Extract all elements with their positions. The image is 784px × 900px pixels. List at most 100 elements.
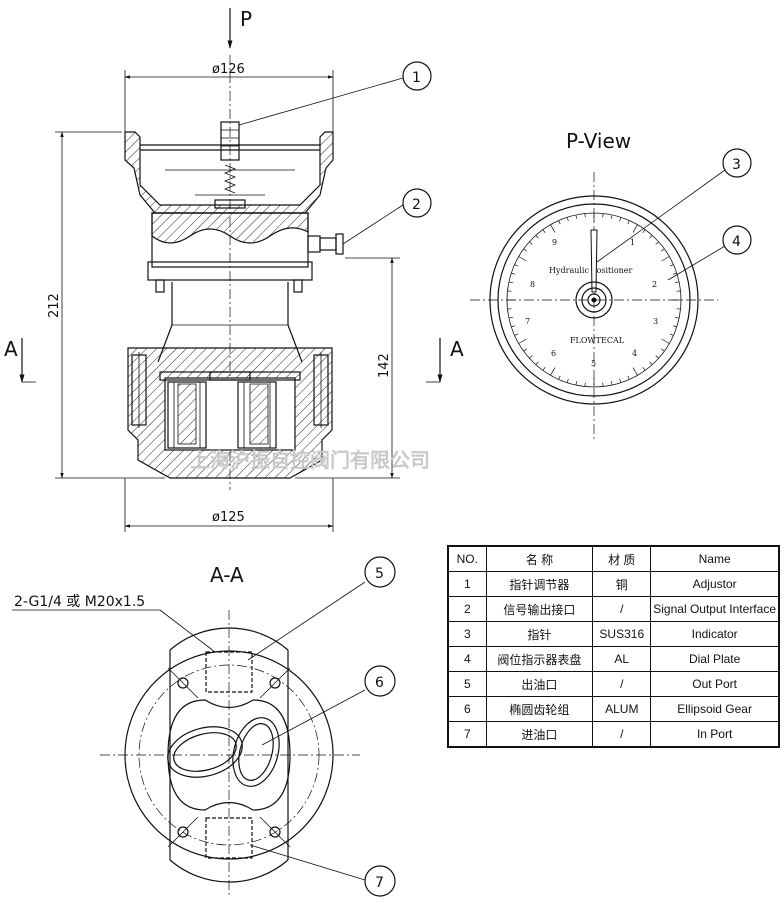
dial-tick xyxy=(511,272,516,275)
adjustor xyxy=(220,121,240,161)
dial-tick xyxy=(535,235,539,239)
aa-outer-flange xyxy=(124,650,334,860)
indicator-needle xyxy=(590,229,598,293)
svg-text:1: 1 xyxy=(630,238,635,247)
height-total-dim: 212 xyxy=(47,293,62,318)
dial-tick xyxy=(655,241,659,245)
dial-tick xyxy=(558,220,561,225)
dial-tick xyxy=(672,325,677,328)
dial-tick xyxy=(514,333,519,336)
pview-title: P-View xyxy=(566,129,631,153)
dial-tick xyxy=(508,281,513,284)
bottom-diameter-dim: ø125 xyxy=(212,510,245,525)
port-note: 2-G1/4 或 M20x1.5 xyxy=(14,594,145,610)
dial-tick xyxy=(566,217,569,222)
callout-4: 4 xyxy=(732,234,741,250)
ellipsoid-gear-left xyxy=(167,726,243,778)
dial-tick xyxy=(514,264,519,267)
dial-tick xyxy=(627,220,630,225)
dial-tick xyxy=(649,235,653,239)
callout-5: 5 xyxy=(375,566,384,582)
dial-tick xyxy=(660,348,665,352)
dial-tick xyxy=(655,355,659,359)
dial-tick xyxy=(523,248,528,252)
callout-1: 1 xyxy=(412,70,421,86)
dial-tick xyxy=(642,229,646,234)
dial-tick xyxy=(660,248,665,252)
aa-bolt-holes xyxy=(167,667,291,848)
dial-tick xyxy=(575,214,578,219)
dial-tick xyxy=(642,366,646,371)
height-lower-dim: 142 xyxy=(377,353,392,378)
dial-brand-line: Hydraulic Positioner xyxy=(549,266,633,275)
upper-body xyxy=(151,212,309,244)
dial-tick xyxy=(632,367,638,376)
dial-tick xyxy=(661,256,670,262)
front-section-view: P ø126 xyxy=(4,7,464,532)
in-port xyxy=(205,817,253,859)
dial-tick xyxy=(675,316,680,319)
dial-tick xyxy=(550,224,556,233)
callout-2: 2 xyxy=(412,197,421,213)
dial-tick xyxy=(523,348,528,352)
top-diameter-dim: ø126 xyxy=(212,62,245,77)
svg-text:5: 5 xyxy=(591,359,596,368)
dial-tick xyxy=(627,375,630,380)
dial-tick xyxy=(529,355,533,359)
p-view: P-View Hydraulic Positioner FLOWTECAL 9 … xyxy=(470,129,752,440)
p-arrow-label: P xyxy=(240,7,252,31)
dial-tick xyxy=(610,381,613,386)
out-port xyxy=(205,651,253,693)
callout-6: 6 xyxy=(375,675,384,691)
dial-maker: FLOWTECAL xyxy=(570,336,625,345)
parts-table-header: NO. 名 称 材 质 Name xyxy=(446,545,781,572)
dial-tick xyxy=(558,375,561,380)
dial-tick xyxy=(672,272,677,275)
dial-tick xyxy=(675,281,680,284)
dial-outer-ring xyxy=(489,195,699,405)
dial-tick xyxy=(535,361,539,365)
svg-text:7: 7 xyxy=(525,317,530,326)
dial-ticks xyxy=(507,213,681,387)
svg-text:3: 3 xyxy=(653,317,658,326)
dial-tick xyxy=(511,325,516,328)
dial-tick xyxy=(518,338,527,344)
dial-tick xyxy=(542,366,546,371)
dial-tick xyxy=(518,256,527,262)
dial-tick xyxy=(508,316,513,319)
ellipsoid-gear-right xyxy=(232,717,280,787)
spring xyxy=(223,164,237,194)
dial-tick xyxy=(566,378,569,383)
callout-7: 7 xyxy=(375,875,384,891)
callout-3: 3 xyxy=(732,157,741,173)
aa-section-view: A-A 2-G1/4 或 M20x1.5 5 xyxy=(12,556,396,897)
dial-tick xyxy=(550,367,556,376)
svg-text:2: 2 xyxy=(652,280,657,289)
dial-tick xyxy=(632,224,638,233)
aa-title: A-A xyxy=(210,563,244,587)
svg-text:8: 8 xyxy=(530,280,535,289)
svg-text:4: 4 xyxy=(632,349,637,358)
dial-tick xyxy=(619,378,622,383)
dial-tick xyxy=(669,264,674,267)
dial-tick xyxy=(575,381,578,386)
dial-tick xyxy=(619,217,622,222)
cap-housing xyxy=(124,131,334,214)
dial-tick xyxy=(542,229,546,234)
dial-tick xyxy=(610,214,613,219)
dial-tick xyxy=(529,241,533,245)
dial-tick xyxy=(669,333,674,336)
svg-text:9: 9 xyxy=(552,238,557,247)
section-a-right: A xyxy=(450,337,464,361)
dial-tick xyxy=(661,338,670,344)
dial-tick xyxy=(649,361,653,365)
svg-text:6: 6 xyxy=(551,349,556,358)
